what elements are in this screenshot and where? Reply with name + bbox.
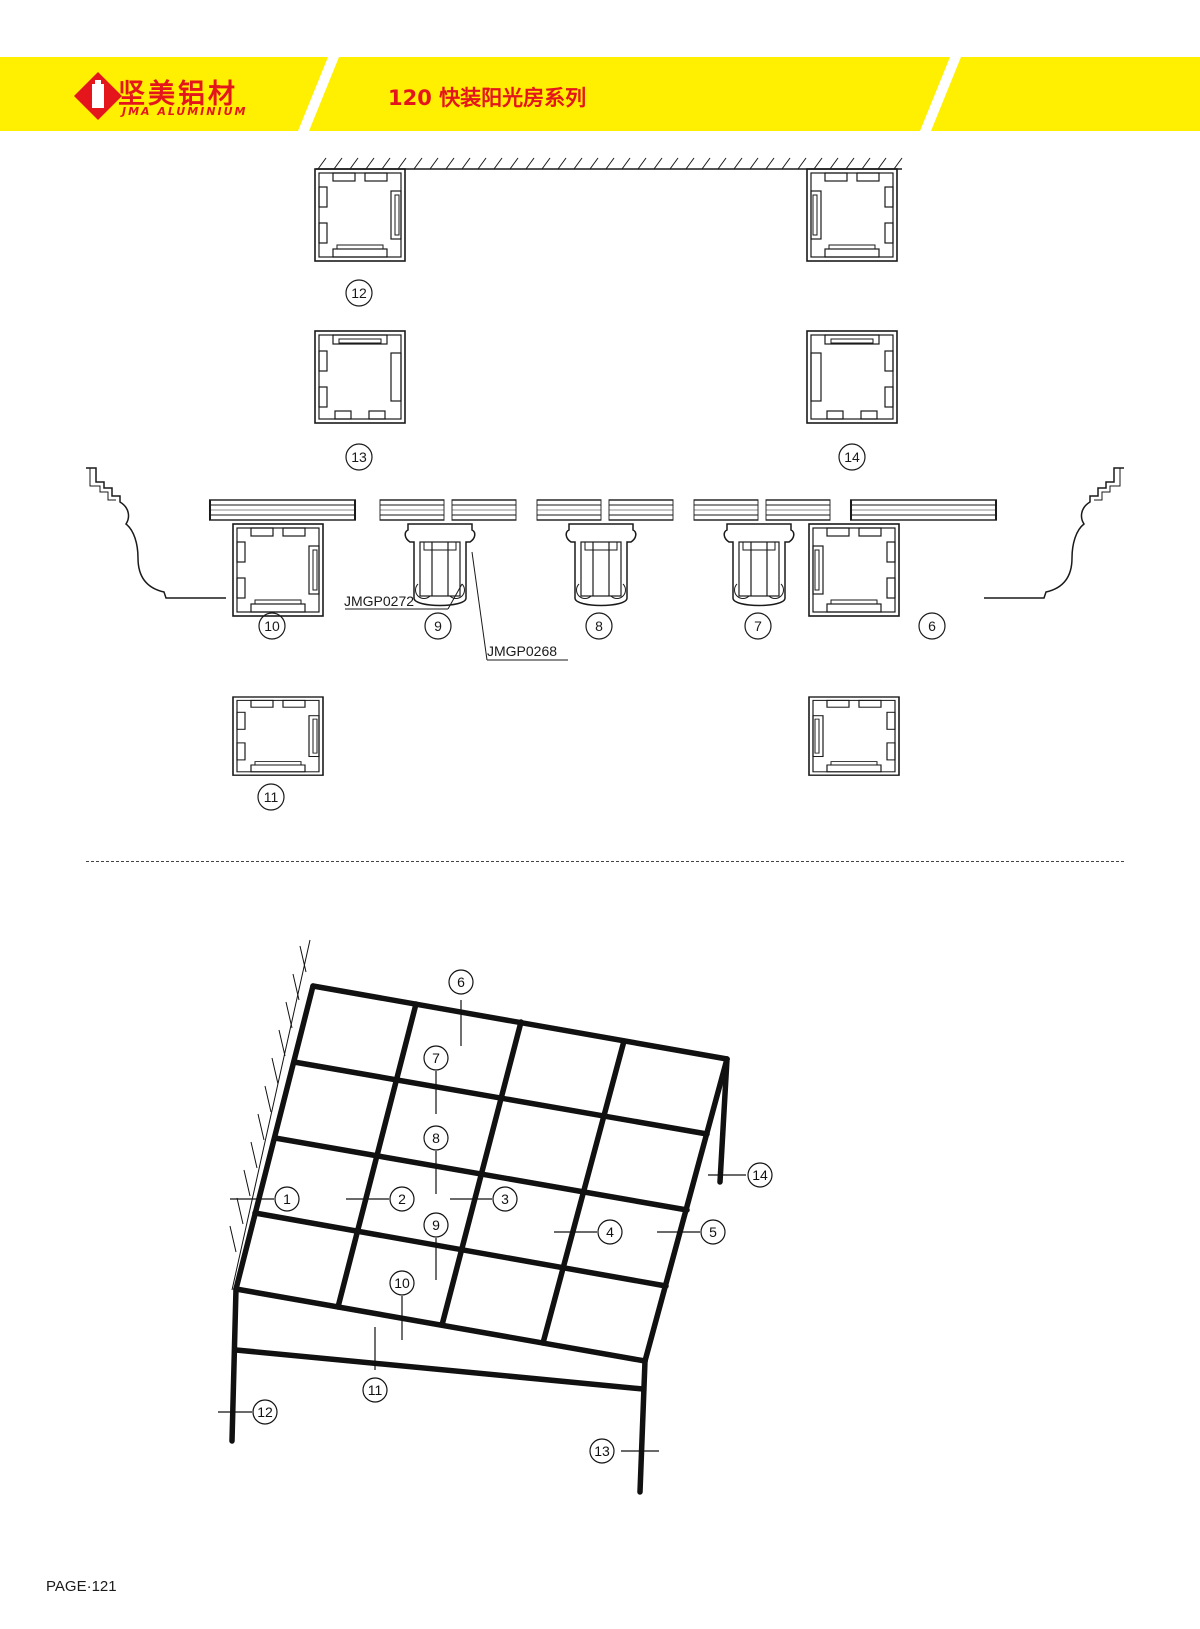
ceiling-wall-hatch (316, 157, 903, 170)
callout-11: 11 (264, 789, 279, 805)
overview-callout-6: 6 (457, 974, 465, 990)
callout-7: 7 (754, 618, 762, 634)
overview-callouts (252, 969, 773, 1464)
callout-8: 8 (595, 618, 603, 634)
series-title: 120 快装阳光房系列 (388, 86, 587, 110)
profile-6 (808, 523, 900, 617)
callout-12: 12 (351, 285, 367, 301)
wall-hatch-left (229, 939, 311, 1291)
profile-9 (404, 523, 476, 607)
part-code-jmgp0272: JMGP0272 (344, 593, 414, 609)
profile-11-right (808, 696, 900, 777)
overview-callout-10: 10 (394, 1275, 410, 1291)
gutter-right (983, 467, 1125, 599)
profile-11-left (232, 696, 324, 777)
overview-callout-14: 14 (752, 1167, 768, 1183)
profile-14 (806, 330, 898, 424)
callout-14: 14 (844, 449, 860, 465)
header-banner (0, 57, 1200, 131)
overview-callout-5: 5 (709, 1224, 717, 1240)
sunroom-frame-overview (229, 983, 730, 1495)
callout-13: 13 (351, 449, 367, 465)
profile-10 (232, 523, 324, 617)
profile-13 (314, 330, 406, 424)
gutter-left (85, 467, 227, 599)
overview-callout-13: 13 (594, 1443, 610, 1459)
page-number: PAGE·121 (46, 1578, 117, 1595)
callout-10: 10 (264, 618, 280, 634)
overview-callout-8: 8 (432, 1130, 440, 1146)
glass-panels (208, 498, 998, 522)
brand-chinese-name: 坚美铝材 (118, 79, 238, 110)
overview-callout-11: 11 (368, 1382, 383, 1398)
part-code-jmgp0268: JMGP0268 (487, 643, 557, 659)
brand-english-name: JMA ALUMINIUM (122, 105, 248, 118)
callout-9: 9 (434, 618, 442, 634)
profile-7 (723, 523, 795, 607)
callout-6: 6 (928, 618, 936, 634)
profile-12-left (314, 168, 406, 262)
overview-callout-7: 7 (432, 1050, 440, 1066)
section-divider (86, 861, 1124, 862)
overview-callout-9: 9 (432, 1217, 440, 1233)
overview-callout-4: 4 (606, 1224, 614, 1240)
overview-leaders (218, 1000, 746, 1452)
overview-callout-1: 1 (283, 1191, 291, 1207)
overview-callout-2: 2 (398, 1191, 406, 1207)
profile-12-right (806, 168, 898, 262)
overview-callout-3: 3 (501, 1191, 509, 1207)
profile-8 (565, 523, 637, 607)
detail-callouts (257, 279, 946, 811)
overview-callout-12: 12 (257, 1404, 273, 1420)
